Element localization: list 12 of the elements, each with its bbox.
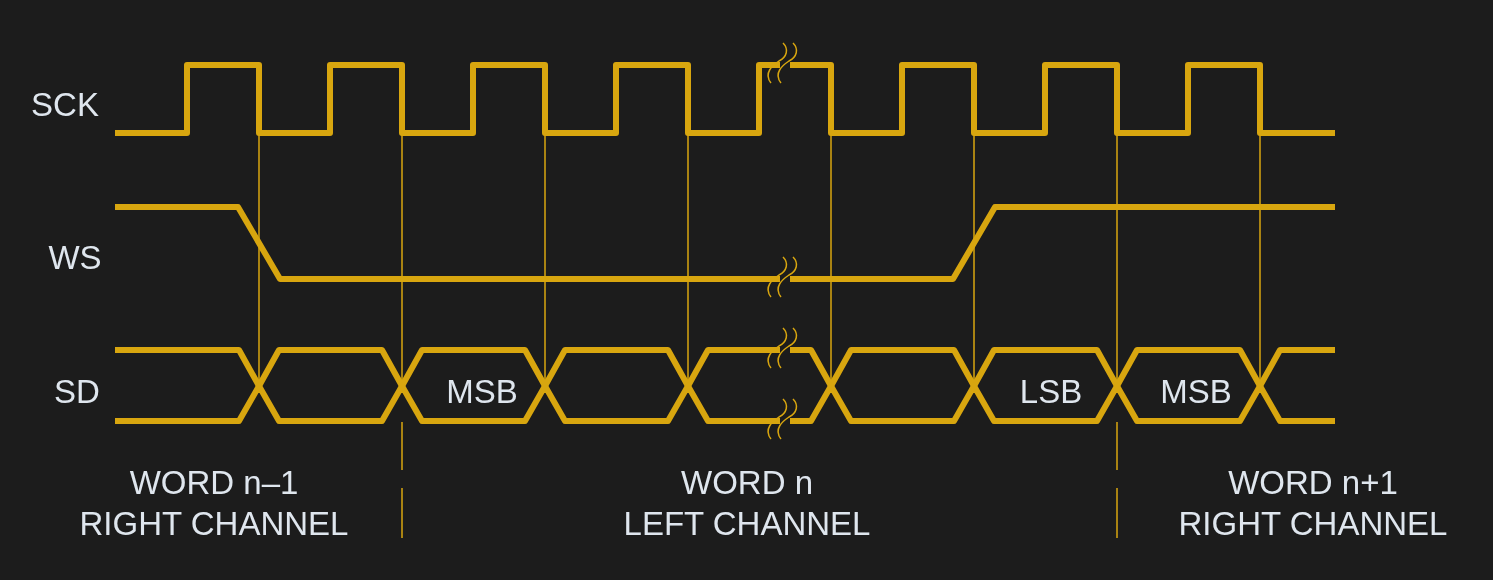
- signal-name: SD: [54, 374, 100, 408]
- signal-name: WS: [48, 240, 102, 274]
- word-label: WORD n: [681, 465, 813, 499]
- word-label: WORD n+1: [1228, 465, 1398, 499]
- channel-label: RIGHT CHANNEL: [79, 506, 349, 540]
- channel-label: LEFT CHANNEL: [623, 506, 871, 540]
- signal-name: SCK: [31, 87, 99, 121]
- word-label: WORD n–1: [129, 465, 299, 499]
- bit-label: MSB: [446, 374, 518, 408]
- bit-label: MSB: [1160, 374, 1232, 408]
- channel-label: RIGHT CHANNEL: [1178, 506, 1448, 540]
- bit-label: LSB: [1019, 374, 1083, 408]
